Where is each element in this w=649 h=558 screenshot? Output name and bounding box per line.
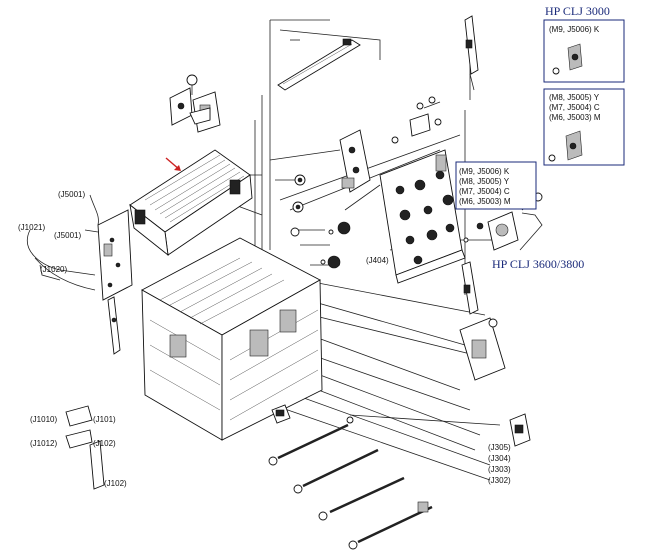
model-label-clj3600: HP CLJ 3600/3800 xyxy=(492,257,584,271)
fuser-unit xyxy=(129,149,253,257)
box3600-y-label: (M8, J5005) Y xyxy=(459,177,510,186)
box3000-k-part xyxy=(552,43,583,75)
label-j303: (J303) xyxy=(488,465,511,474)
box3000-c-label: (M7, J5004) C xyxy=(549,103,600,112)
label-j302: (J302) xyxy=(488,476,511,485)
bottom-gear-part xyxy=(271,404,291,424)
label-j304: (J304) xyxy=(488,454,511,463)
label-j5001-mid: (J5001) xyxy=(54,231,81,240)
main-drive-assembly xyxy=(379,149,466,284)
box3000-y-label: (M8, J5005) Y xyxy=(549,93,600,102)
clj3000-section: HP CLJ 3000 (M9, J5006) K (M8, J5005) Y … xyxy=(543,4,625,166)
shaft-3 xyxy=(318,476,405,521)
shaft-4 xyxy=(348,501,433,550)
box3000-ycm-part xyxy=(548,130,583,162)
leader-lines xyxy=(179,19,501,481)
model-label-clj3000: HP CLJ 3000 xyxy=(545,4,610,18)
main-chassis-frame xyxy=(141,237,323,441)
label-j404: (J404) xyxy=(366,256,389,265)
shaft-2 xyxy=(293,448,379,494)
box3000-k-label: (M9, J5006) K xyxy=(549,25,600,34)
right-lower-bracket xyxy=(459,317,506,381)
clj3600-motor-part xyxy=(463,192,543,251)
right-side-rail xyxy=(461,261,479,315)
clj3600-callout-bracket xyxy=(519,212,543,251)
box3600-k-label: (M9, J5006) K xyxy=(459,167,510,176)
left-rail-vertical xyxy=(107,296,121,355)
j1012-part xyxy=(65,429,105,490)
label-j1020: (J1020) xyxy=(40,265,67,274)
label-j102-side: (J102) xyxy=(93,439,116,448)
box3600-m-label: (M6, J5003) M xyxy=(459,197,511,206)
j305-connector-part xyxy=(509,413,531,447)
label-j5001-top: (J5001) xyxy=(58,190,85,199)
label-j1021: (J1021) xyxy=(18,223,45,232)
roller-shafts xyxy=(268,416,433,550)
box3600-c-label: (M7, J5004) C xyxy=(459,187,510,196)
box3000-m-label: (M6, J5003) M xyxy=(549,113,601,122)
gear-assembly-centre xyxy=(290,174,351,269)
wiring-harness-left xyxy=(27,194,99,291)
right-top-screws xyxy=(391,96,442,144)
right-top-rail xyxy=(464,15,479,91)
fuser-pointer-arrow xyxy=(165,157,181,171)
label-j102: (J102) xyxy=(104,479,127,488)
drive-plate-small xyxy=(339,129,371,193)
motor-bracket-assembly xyxy=(169,74,221,133)
clj3600-section: (M9, J5006) K (M8, J5005) Y (M7, J5004) … xyxy=(455,161,584,271)
left-pcb-bracket xyxy=(97,209,133,301)
label-j305: (J305) xyxy=(488,443,511,452)
label-j101: (J101) xyxy=(93,415,116,424)
connector-labels: (J5001) (J5001) (J1021) (J1020) (J404) (… xyxy=(18,190,511,488)
label-j1010: (J1010) xyxy=(30,415,57,424)
top-guide-rail xyxy=(277,38,361,91)
shaft-1 xyxy=(268,416,354,466)
j1010-part xyxy=(65,405,93,427)
label-j1012: (J1012) xyxy=(30,439,57,448)
